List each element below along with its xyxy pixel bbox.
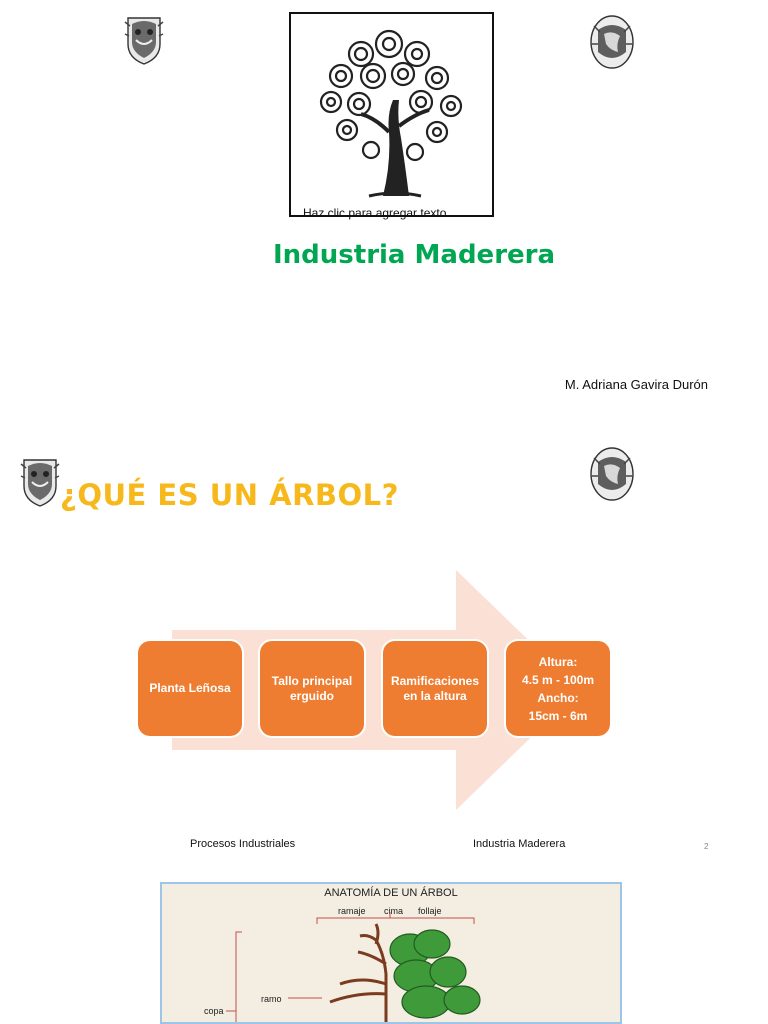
- process-step-box: Planta Leñosa: [138, 641, 242, 736]
- process-step-box: Ramificaciones en la altura: [383, 641, 487, 736]
- university-seal-icon: [122, 14, 166, 66]
- university-seal-icon: [588, 14, 636, 70]
- anatomy-label-copa: copa: [204, 1006, 224, 1016]
- tree-anatomy-image: ANATOMÍA DE UN ÁRBOL ramaje cima follaje…: [160, 882, 622, 1024]
- footer-course: Procesos Industriales: [190, 838, 296, 850]
- slide-2-title: ¿QUÉ ES UN ÁRBOL?: [60, 478, 399, 512]
- university-seal-icon: [588, 446, 636, 502]
- university-seal-icon: [18, 456, 62, 508]
- page-number: 2: [704, 842, 709, 851]
- tree-image: [289, 12, 494, 217]
- process-step-box: Altura: 4.5 m - 100m Ancho: 15cm - 6m: [506, 641, 610, 736]
- process-arrow: [172, 570, 580, 810]
- anatomy-label-follaje: follaje: [418, 906, 442, 916]
- anatomy-label-ramo: ramo: [261, 994, 282, 1004]
- process-step-box: Tallo principal erguido: [260, 641, 364, 736]
- presentation-title: Industria Maderera: [272, 240, 556, 270]
- footer-topic: Industria Maderera: [473, 838, 566, 850]
- slide-1: Haz clic para agregar texto Industria Ma…: [0, 0, 768, 420]
- image-caption: Haz clic para agregar texto: [303, 206, 447, 220]
- anatomy-title: ANATOMÍA DE UN ÁRBOL: [324, 887, 458, 899]
- anatomy-label-cima: cima: [384, 906, 404, 916]
- author-name: M. Adriana Gavira Durón: [564, 377, 708, 392]
- anatomy-label-ramaje: ramaje: [338, 906, 366, 916]
